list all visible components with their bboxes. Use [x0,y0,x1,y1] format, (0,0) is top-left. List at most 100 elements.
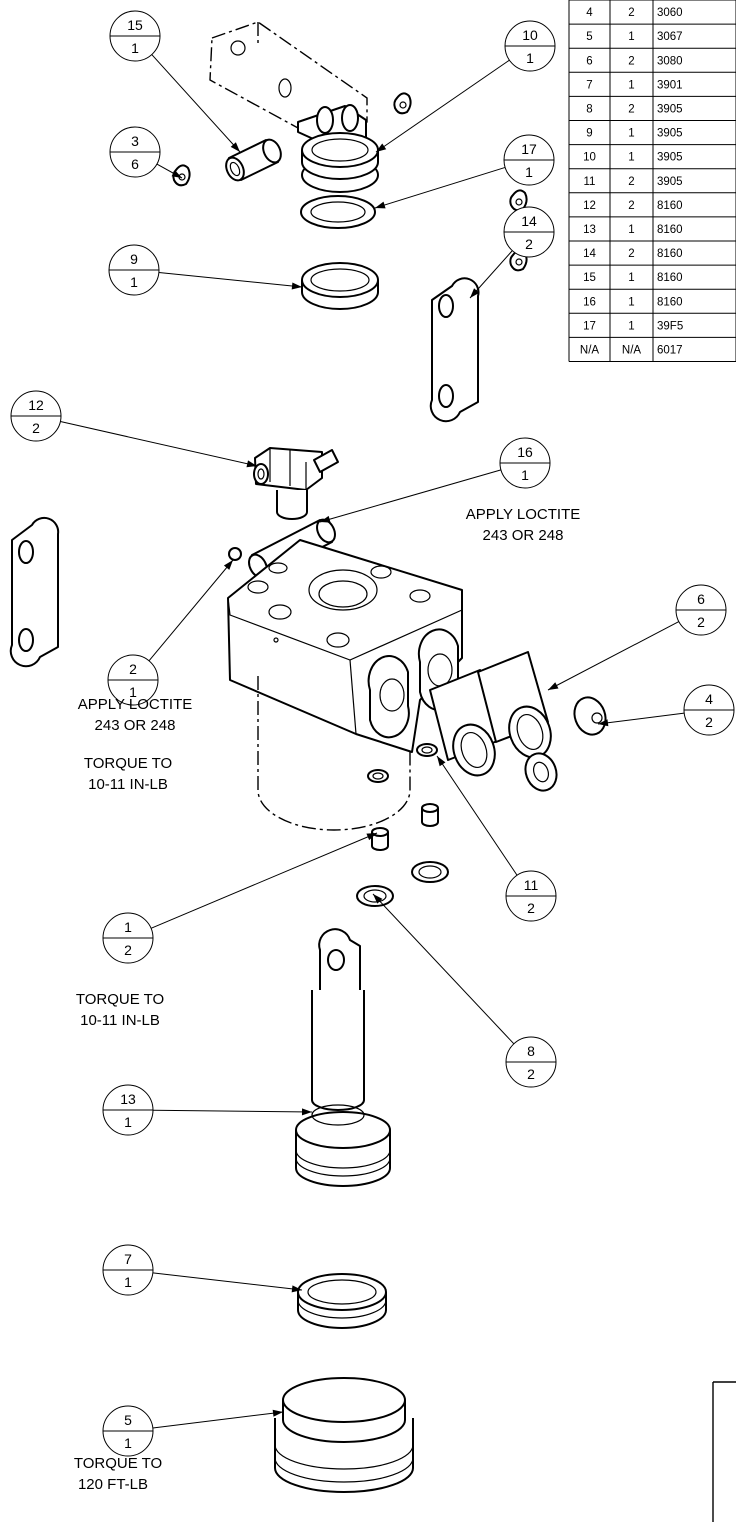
arrowhead [320,515,331,523]
note-line: 10-11 IN-LB [80,1012,160,1029]
leader-line-11 [436,755,518,876]
leader-line-1 [150,832,378,929]
cell-item: 12 [583,200,596,212]
leader-line-12 [60,421,258,467]
balloon-quantity: 1 [124,1274,132,1290]
part-pin-15 [225,138,282,182]
leader-line-10 [375,59,510,153]
leader-line-6 [547,621,680,691]
balloon-item-number: 12 [28,397,44,413]
note-torque-5: TORQUE TO 120 FT-LB [74,1455,162,1493]
arrowhead [548,682,559,690]
part-end-cap-5 [274,1377,414,1493]
balloon-quantity: 1 [131,40,139,56]
note-line: 243 OR 248 [95,717,176,734]
balloon-17: 171 [503,134,555,186]
cell-part-number: 3067 [657,31,683,43]
part-fitting-6 [429,651,552,777]
cell-item: 15 [583,272,596,284]
arrowhead [598,719,609,727]
cell-item: N/A [580,344,600,356]
arrowhead [376,143,387,152]
balloon-14: 142 [503,206,555,258]
note-torque-1: TORQUE TO 10-11 IN-LB [76,991,164,1029]
balloon-item-number: 11 [524,877,539,893]
cell-qty: 1 [628,296,634,308]
cell-item: 11 [584,176,596,188]
balloon-quantity: 6 [131,156,139,172]
balloon-item-number: 10 [522,27,538,43]
part-fitting-12 [253,447,339,520]
arrowhead [272,1409,283,1417]
cell-part-number: 39F5 [657,320,683,332]
arrowhead [301,1108,312,1116]
balloon-10: 101 [504,20,556,72]
leader-line-16 [319,469,502,523]
balloon-item-number: 2 [129,661,137,677]
balloon-1: 12 [102,912,154,964]
arrowhead [230,142,240,152]
balloon-item-number: 8 [527,1043,535,1059]
cell-part-number: 3901 [657,79,683,91]
cell-part-number: 8160 [657,224,683,236]
balloon-8: 82 [505,1036,557,1088]
balloon-item-number: 15 [127,17,143,33]
balloon-item-number: 3 [131,133,139,149]
cell-qty: 1 [628,31,634,43]
cell-item: 16 [583,296,596,308]
cell-part-number: 3905 [657,103,683,115]
arrowhead [470,288,480,298]
balloon-quantity: 2 [124,942,132,958]
arrowhead [246,460,257,468]
part-seal-10 [301,132,379,193]
balloon-item-number: 1 [124,919,132,935]
balloon-quantity: 2 [697,614,705,630]
arrowhead [291,1285,302,1293]
cell-qty: 1 [628,128,634,140]
balloon-item-number: 13 [120,1091,136,1107]
table-row: 7 1 3901 [586,79,682,91]
leader-line-13 [152,1109,313,1113]
part-retaining-clip-3 [172,92,528,272]
cell-part-number: 8160 [657,200,683,212]
balloon-item-number: 14 [521,213,537,229]
cell-qty: 2 [628,176,634,188]
note-torque-2: TORQUE TO 10-11 IN-LB [84,755,172,793]
cell-part-number: 3905 [657,176,683,188]
cell-item: 13 [583,224,596,236]
cell-item: 14 [583,248,596,260]
part-screw-1 [371,803,439,851]
part-o-ring-11 [367,743,438,783]
cell-qty: 2 [628,7,634,19]
balloon-9: 91 [108,244,160,296]
note-line: TORQUE TO [76,991,164,1008]
balloon-16: 161 [499,437,551,489]
cell-item: 4 [586,7,593,19]
cell-item: 7 [586,79,592,91]
cell-part-number: 3905 [657,128,683,140]
balloon-item-number: 9 [130,251,138,267]
balloon-item-number: 17 [521,141,537,157]
leader-line-17 [374,166,506,209]
balloon-quantity: 1 [526,50,534,66]
cell-item: 17 [583,320,596,332]
arrowhead [171,170,182,178]
cell-qty: 1 [628,79,634,91]
balloon-2: 21 [107,654,159,706]
cell-qty: 2 [628,248,634,260]
leader-line-14 [469,250,513,299]
note-line: APPLY LOCTITE [466,506,581,523]
balloon-item-number: 5 [124,1412,132,1428]
note-line: TORQUE TO [84,755,172,772]
leader-line-5 [152,1411,284,1429]
leader-line-4 [597,712,685,725]
